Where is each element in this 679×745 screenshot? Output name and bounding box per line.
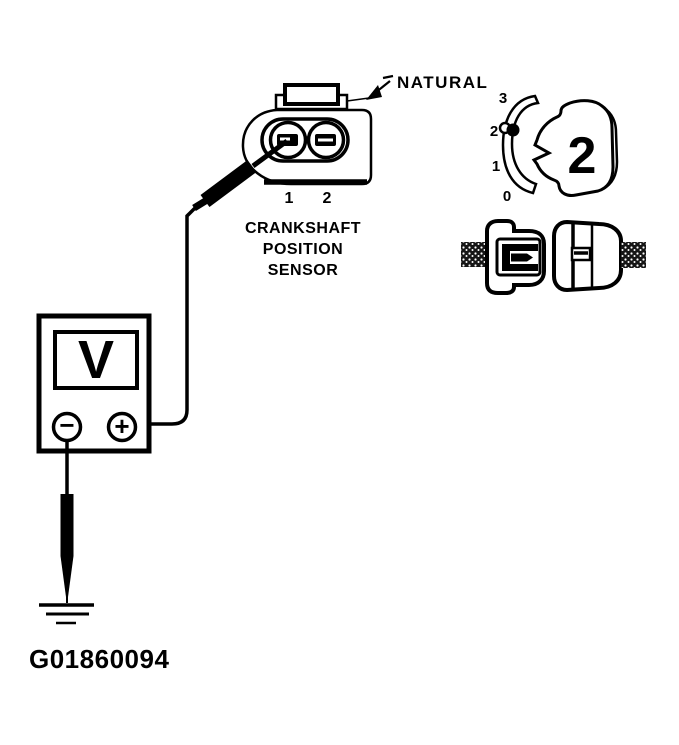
positive-terminal-symbol: + [114,411,129,441]
positive-probe-tip [251,138,289,169]
sensor-caption-line-3: SENSOR [268,262,339,279]
voltmeter-display-letter: V [78,330,114,390]
sensor-caption-line-2: POSITION [263,241,343,258]
scale-2-label: 2 [490,123,498,140]
indicator-c-band [501,94,540,195]
callout-tab-line [346,97,370,102]
voltmeter: V − + [36,313,152,454]
negative-lead [39,440,94,625]
callout-arrowhead-icon [366,85,382,100]
left-connector-wire-stub [461,242,487,267]
sensor-caption-line-1: CRANKSHAFT [245,220,361,237]
sensor-block-depth-edge [602,106,619,191]
scale-1-label: 1 [492,158,500,175]
pin-1-label: 1 [285,190,294,207]
position-value-label: 2 [568,127,597,185]
positive-probe-body [200,159,257,208]
figure-id-label: G01860094 [29,644,169,674]
connector-pair [461,219,646,295]
position-indicator: 3 2 1 0 2 [490,90,619,205]
connector-lock-tab-inner [283,83,340,106]
natural-callout: NATURAL [346,73,488,102]
sensor-block-body [531,99,615,197]
negative-terminal-symbol: − [59,410,74,440]
ground-symbol-icon [39,603,94,625]
scale-3-label: 3 [499,90,507,107]
sensor-labels: 1 2 CRANKSHAFT POSITION SENSOR [245,190,361,279]
left-terminal-blade-icon [511,253,533,262]
negative-probe-point [60,556,74,597]
positive-probe-tail [192,197,209,211]
voltmeter-display [53,330,139,390]
positive-lead [133,138,289,426]
positive-terminal [106,411,138,443]
pin-2-label: 2 [323,190,332,207]
natural-label: NATURAL [397,73,488,92]
right-connector-wire-stub [621,242,646,268]
callout-dash [382,74,394,80]
scale-0-label: 0 [503,188,511,205]
positive-lead-wire [133,205,198,426]
indicator-position-dot [506,123,520,137]
